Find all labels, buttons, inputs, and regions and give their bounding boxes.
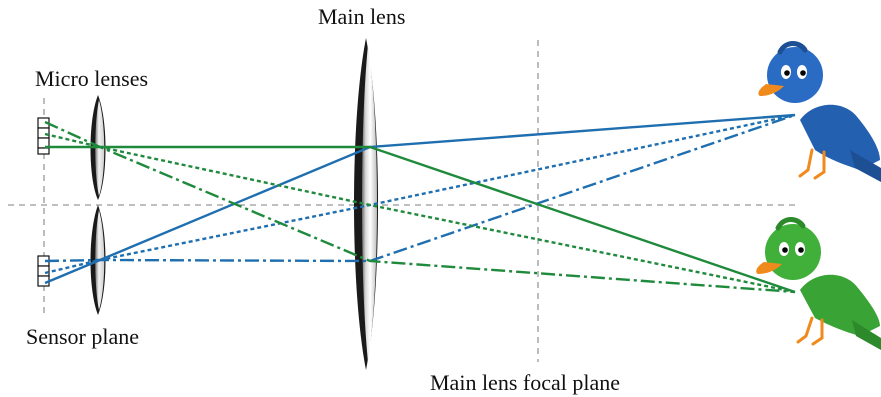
blue-bird-icon	[758, 41, 881, 182]
green-bird-icon	[756, 217, 881, 350]
blue-ray-dotted	[44, 113, 796, 275]
blue-ray-solid	[44, 113, 796, 285]
focal-plane-label: Main lens focal plane	[430, 370, 620, 395]
sensor-plane-label: Sensor plane	[26, 324, 140, 349]
main-lens-label: Main lens	[318, 4, 406, 29]
green-ray-dotted	[44, 132, 796, 294]
main-lens	[354, 38, 378, 370]
green-ray-solid	[45, 145, 796, 294]
blue-rays	[44, 113, 796, 285]
blue-ray-dashdot	[44, 113, 796, 263]
green-rays	[44, 120, 796, 294]
green-ray-dashdot	[44, 120, 796, 294]
sensor-pixels-top	[37, 117, 50, 155]
micro-lenses-label: Micro lenses	[35, 66, 149, 91]
